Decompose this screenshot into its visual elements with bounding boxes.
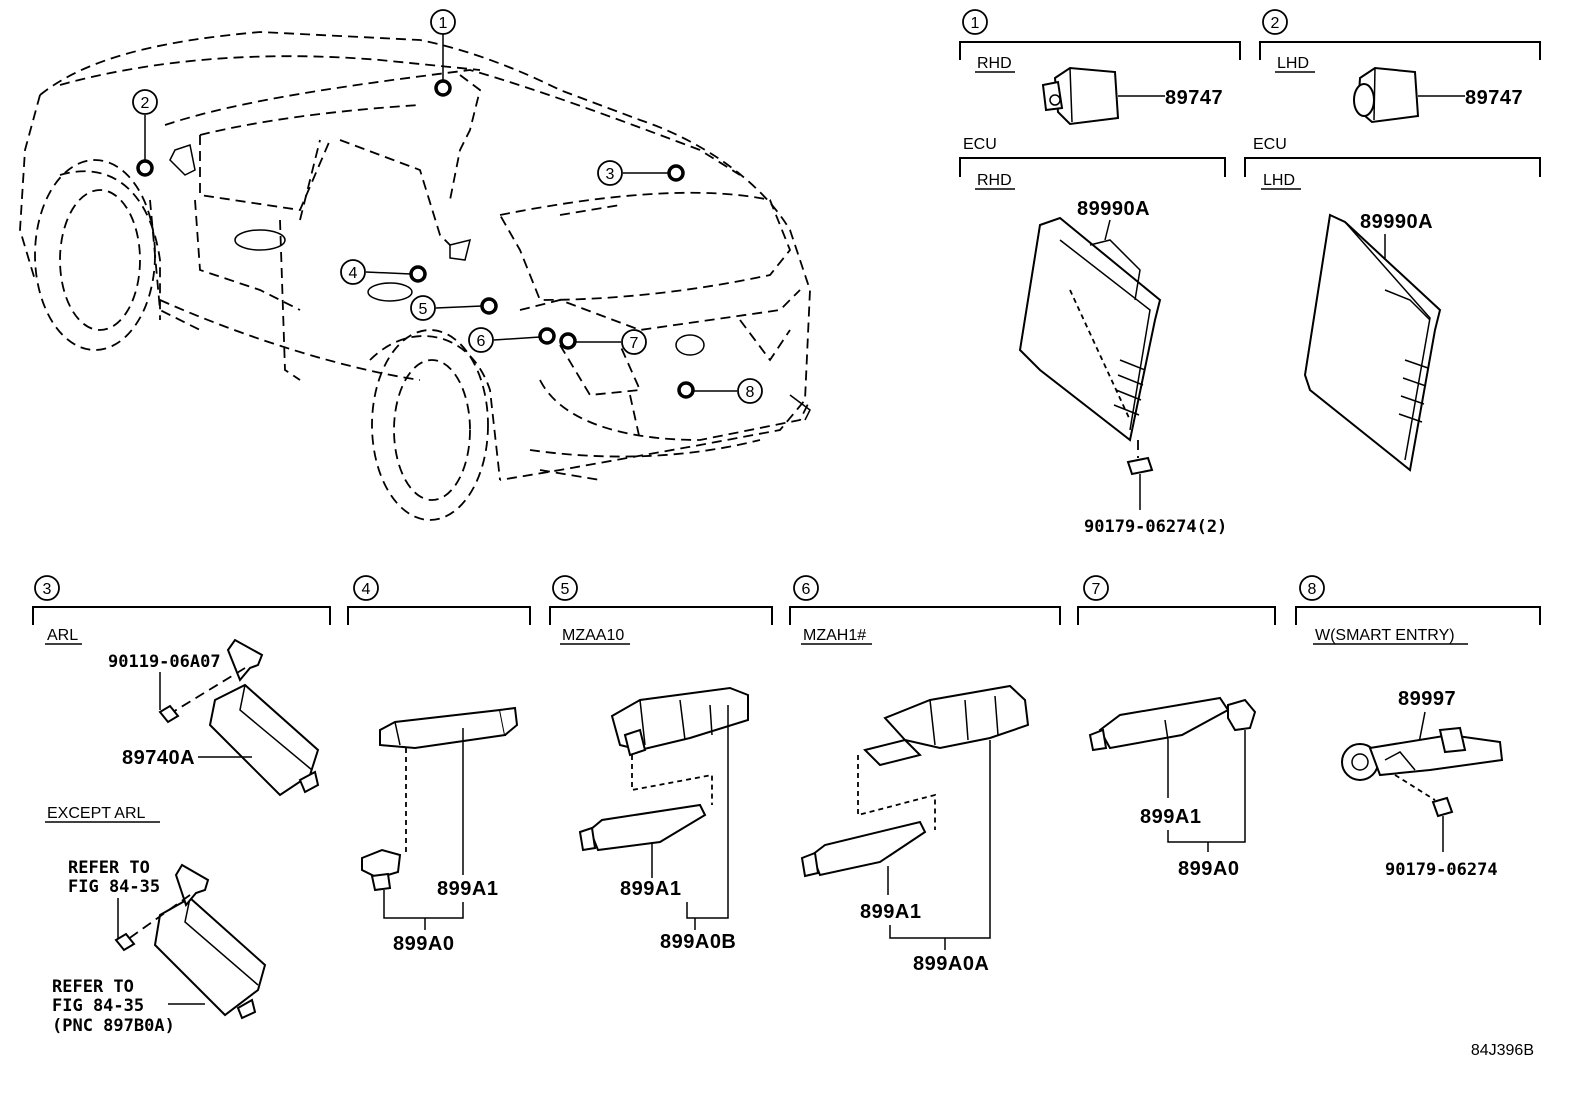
ecu-lhd-market: LHD	[1263, 172, 1295, 189]
section-7: 7 899A1 899A0	[1077, 575, 1276, 880]
callout-1-label: 1	[439, 15, 448, 32]
section-1-part-number: 89747	[1165, 87, 1223, 109]
callout-7	[621, 329, 647, 355]
antenna-899A1-s5	[578, 803, 707, 852]
section-2-market: LHD	[1277, 55, 1309, 72]
section-2: 2 LHD 89747	[1259, 9, 1541, 124]
callout-1	[430, 9, 456, 35]
sensor-897B0A	[153, 863, 267, 1020]
section-1-number: 1	[971, 15, 980, 32]
section-5-part-a: 899A1	[620, 878, 681, 900]
vehicle-illustration	[19, 31, 811, 521]
ecu-lhd-section: ECU LHD 89990A	[1244, 136, 1541, 472]
section-1-market: RHD	[977, 55, 1012, 72]
ecu-rhd-market: RHD	[977, 172, 1012, 189]
section-2-part-number: 89747	[1465, 87, 1523, 109]
location-markers: 1 2 3 4 5 6 7 8	[132, 9, 763, 404]
section-8-number: 8	[1308, 581, 1317, 598]
callout-2-label: 2	[141, 95, 150, 112]
section-3: 3 ARL 90119-06A07 89740A EXCEPT ARL REFE…	[32, 575, 331, 1036]
bracket-899A0A	[863, 684, 1030, 767]
diagram-code: 84J396B	[1471, 1042, 1534, 1059]
ecu-module-lhd	[1303, 213, 1442, 472]
section-6: 6 MZAH1# 899A1 899A0A	[789, 575, 1061, 975]
section-5-number: 5	[561, 581, 570, 598]
section-5: 5 MZAA10 899A1 899A0B	[549, 575, 773, 953]
section-8-bolt-number: 90179-06274	[1385, 860, 1498, 880]
section-7-number: 7	[1092, 581, 1101, 598]
callout-5	[410, 295, 436, 321]
section-3-variant-arl: ARL	[47, 627, 78, 644]
callout-7-label: 7	[630, 335, 639, 352]
section-1: 1 RHD 89747	[959, 9, 1241, 126]
ecu-rhd-bolt-number: 90179-06274(2)	[1084, 517, 1227, 537]
section-4-number: 4	[362, 581, 371, 598]
section-8-part-number: 89997	[1398, 688, 1456, 710]
ecu-module-rhd	[1018, 216, 1162, 442]
section-7-part-a: 899A1	[1140, 806, 1201, 828]
bracket-899A0B	[610, 686, 749, 757]
switch-89997	[1341, 726, 1504, 781]
section-3-variant-except-arl: EXCEPT ARL	[47, 805, 146, 822]
section-3-ref1-line2: FIG 84-35	[68, 877, 160, 897]
section-3-ref2-line2: FIG 84-35	[52, 996, 144, 1016]
sensor-89740A	[208, 638, 320, 797]
ecu-rhd-part-number: 89990A	[1077, 198, 1150, 220]
section-6-variant: MZAH1#	[803, 627, 866, 644]
section-3-ref2-line1: REFER TO	[52, 977, 134, 997]
section-3-ref1-line1: REFER TO	[68, 858, 150, 878]
ecu-rhd-title: ECU	[963, 136, 997, 153]
section-6-part-a: 899A1	[860, 901, 921, 923]
section-5-part-b: 899A0B	[660, 931, 736, 953]
relay-89747-rhd	[1041, 66, 1120, 126]
callout-5-label: 5	[419, 301, 428, 318]
section-8-variant: W(SMART ENTRY)	[1315, 627, 1455, 644]
callout-4	[340, 259, 366, 285]
ecu-lhd-title: ECU	[1253, 136, 1287, 153]
ecu-lhd-part-number: 89990A	[1360, 211, 1433, 233]
callout-8-label: 8	[746, 384, 755, 401]
callout-6-label: 6	[477, 333, 486, 350]
antenna-899A1-s7	[1088, 696, 1257, 752]
section-8: 8 W(SMART ENTRY) 89997 90179-06274	[1295, 575, 1541, 880]
callout-2	[132, 89, 158, 115]
callout-3-label: 3	[606, 166, 615, 183]
section-6-number: 6	[802, 581, 811, 598]
antenna-899A1-s4	[379, 706, 519, 750]
section-6-part-b: 899A0A	[913, 953, 989, 975]
section-3-number: 3	[43, 581, 52, 598]
callout-6	[468, 327, 494, 353]
section-4-part-a: 899A1	[437, 878, 498, 900]
section-3-bolt-number: 90119-06A07	[108, 652, 221, 672]
ecu-rhd-section: ECU RHD 89990A 90179-06274(2)	[959, 136, 1227, 537]
section-7-part-b: 899A0	[1178, 858, 1239, 880]
callout-4-label: 4	[349, 265, 358, 282]
section-3-ref2-line3: (PNC 897B0A)	[52, 1016, 175, 1036]
callout-3	[597, 160, 623, 186]
section-4: 4 899A1 899A0	[347, 575, 531, 955]
section-3-part-number: 89740A	[122, 747, 195, 769]
connector-899A0-s4	[361, 848, 402, 892]
section-2-number: 2	[1271, 15, 1280, 32]
section-5-variant: MZAA10	[562, 627, 624, 644]
callout-8	[737, 378, 763, 404]
antenna-899A1-s6	[800, 820, 927, 878]
section-4-part-b: 899A0	[393, 933, 454, 955]
relay-89747-lhd	[1353, 66, 1420, 124]
